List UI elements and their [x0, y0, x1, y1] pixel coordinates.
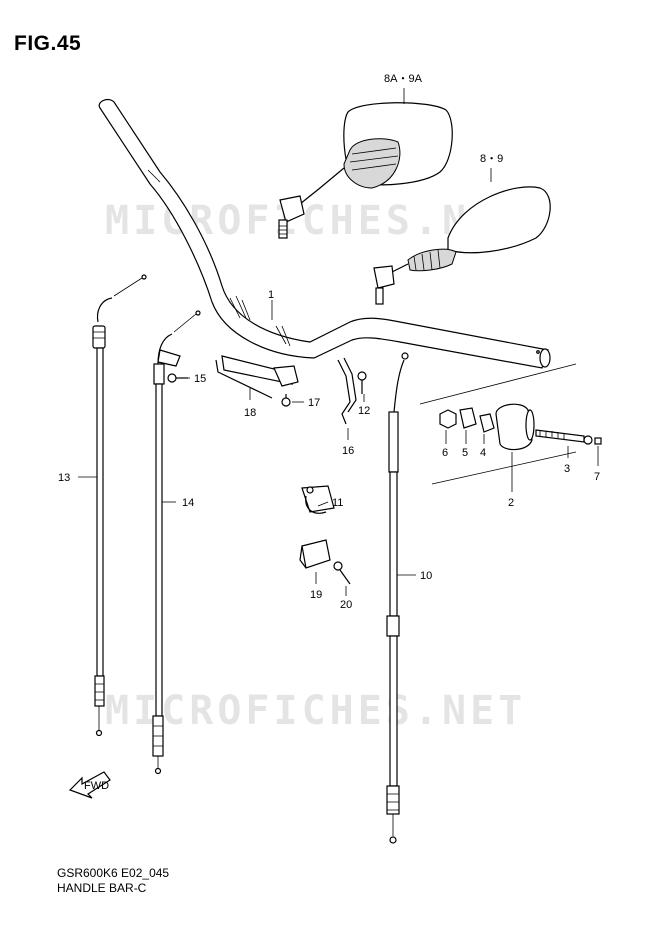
callout-3: 3: [564, 463, 570, 475]
bolt-20: [333, 561, 351, 585]
callout-5: 5: [462, 447, 468, 459]
bolt-12: [357, 371, 367, 394]
mirror-left: [278, 102, 453, 239]
watermark-bottom: MICROFICHES.NET: [105, 688, 527, 734]
callout-19: 19: [310, 589, 322, 601]
bar-end-assembly: [419, 363, 602, 485]
callout-13: 13: [58, 472, 70, 484]
model-code: GSR600K6 E02_045: [57, 866, 170, 880]
fwd-arrow-icon: FWD: [68, 771, 111, 799]
throttle-cable-13: [92, 274, 147, 737]
callout-2: 2: [508, 497, 514, 509]
callout-4: 4: [480, 447, 486, 459]
mirror-right: [373, 186, 551, 305]
callout-7: 7: [594, 471, 600, 483]
throttle-cable-14: [152, 310, 201, 775]
callout-20: 20: [340, 599, 352, 611]
callout-14: 14: [182, 497, 194, 509]
callout-15: 15: [194, 373, 206, 385]
callout-16: 16: [342, 445, 354, 457]
clamp-11: [301, 485, 335, 514]
callout-labels: 8A・9A 8・9 1 13 14 15 17 18 16 12 11 19 2…: [58, 73, 600, 611]
diagram-name: HANDLE BAR-C: [57, 881, 147, 895]
fwd-label: FWD: [84, 780, 109, 792]
clutch-cable-10: [386, 352, 409, 844]
callout-6: 6: [442, 447, 448, 459]
callout-18: 18: [244, 407, 256, 419]
handlebar: [98, 98, 551, 369]
callout-1: 1: [268, 289, 274, 301]
callout-17: 17: [308, 397, 320, 409]
callout-89: 8・9: [480, 153, 503, 165]
callout-10: 10: [420, 570, 432, 582]
bolt-17: [281, 394, 291, 407]
callout-11: 11: [332, 497, 343, 509]
bracket-18: [215, 355, 299, 399]
callout-8a9a: 8A・9A: [384, 73, 423, 85]
leader-lines: [78, 88, 599, 596]
bracket-19: [299, 539, 331, 569]
figure-title: FIG.45: [14, 32, 82, 55]
bracket-16: [337, 357, 357, 425]
callout-12: 12: [358, 405, 370, 417]
